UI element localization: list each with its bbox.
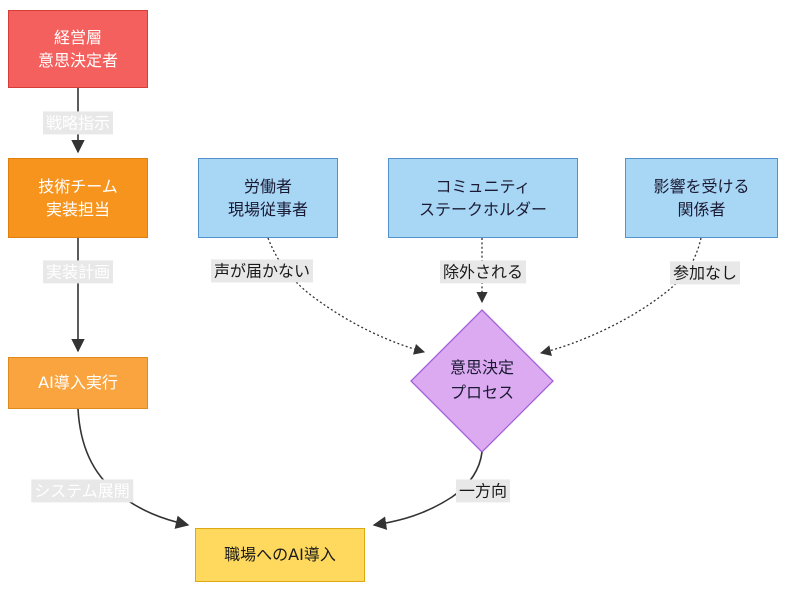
node-community-line1: コミュニティ bbox=[435, 176, 531, 196]
node-workers-line1: 労働者 bbox=[243, 176, 292, 196]
edge-affected-to-decision bbox=[539, 237, 702, 357]
node-tech-team-line1: 技術チーム bbox=[38, 176, 118, 196]
node-workers: 労働者 現場従事者 bbox=[198, 158, 338, 238]
decision-process-node bbox=[410, 309, 554, 453]
edge-label-no-participation: 参加なし bbox=[669, 261, 741, 285]
node-management-line1: 経営層 bbox=[53, 27, 102, 47]
node-affected-line1: 影響を受ける bbox=[653, 176, 750, 196]
edge-label-system-deploy: システム展開 bbox=[31, 479, 133, 503]
node-affected-line2: 関係者 bbox=[677, 200, 726, 219]
node-management: 経営層 意思決定者 bbox=[8, 10, 148, 88]
node-workplace: 職場へのAI導入 bbox=[195, 528, 365, 582]
edge-label-one-way: 一方向 bbox=[455, 479, 511, 503]
edge-label-strategy: 戦略指示 bbox=[42, 111, 114, 135]
node-community-line2: ステークホルダー bbox=[418, 200, 547, 219]
edge-decision-to-workplace bbox=[372, 451, 483, 530]
node-tech-team: 技術チーム 実装担当 bbox=[8, 158, 148, 238]
edge-label-excluded: 除外される bbox=[439, 260, 527, 284]
edge-workers-to-decision bbox=[267, 237, 426, 355]
edge-label-impl-plan: 実装計画 bbox=[42, 260, 114, 284]
node-workplace-label: 職場へのAI導入 bbox=[224, 545, 336, 565]
node-management-line2: 意思決定者 bbox=[37, 51, 118, 70]
node-ai-exec: AI導入実行 bbox=[8, 357, 148, 409]
node-workers-line2: 現場従事者 bbox=[227, 200, 308, 219]
node-tech-team-line2: 実装担当 bbox=[45, 200, 110, 219]
edge-label-voice: 声が届かない bbox=[210, 259, 314, 283]
edge-aiexec-to-workplace bbox=[77, 408, 190, 529]
node-community: コミュニティ ステークホルダー bbox=[388, 158, 578, 238]
node-ai-exec-label: AI導入実行 bbox=[38, 373, 118, 393]
node-affected: 影響を受ける 関係者 bbox=[625, 158, 778, 238]
